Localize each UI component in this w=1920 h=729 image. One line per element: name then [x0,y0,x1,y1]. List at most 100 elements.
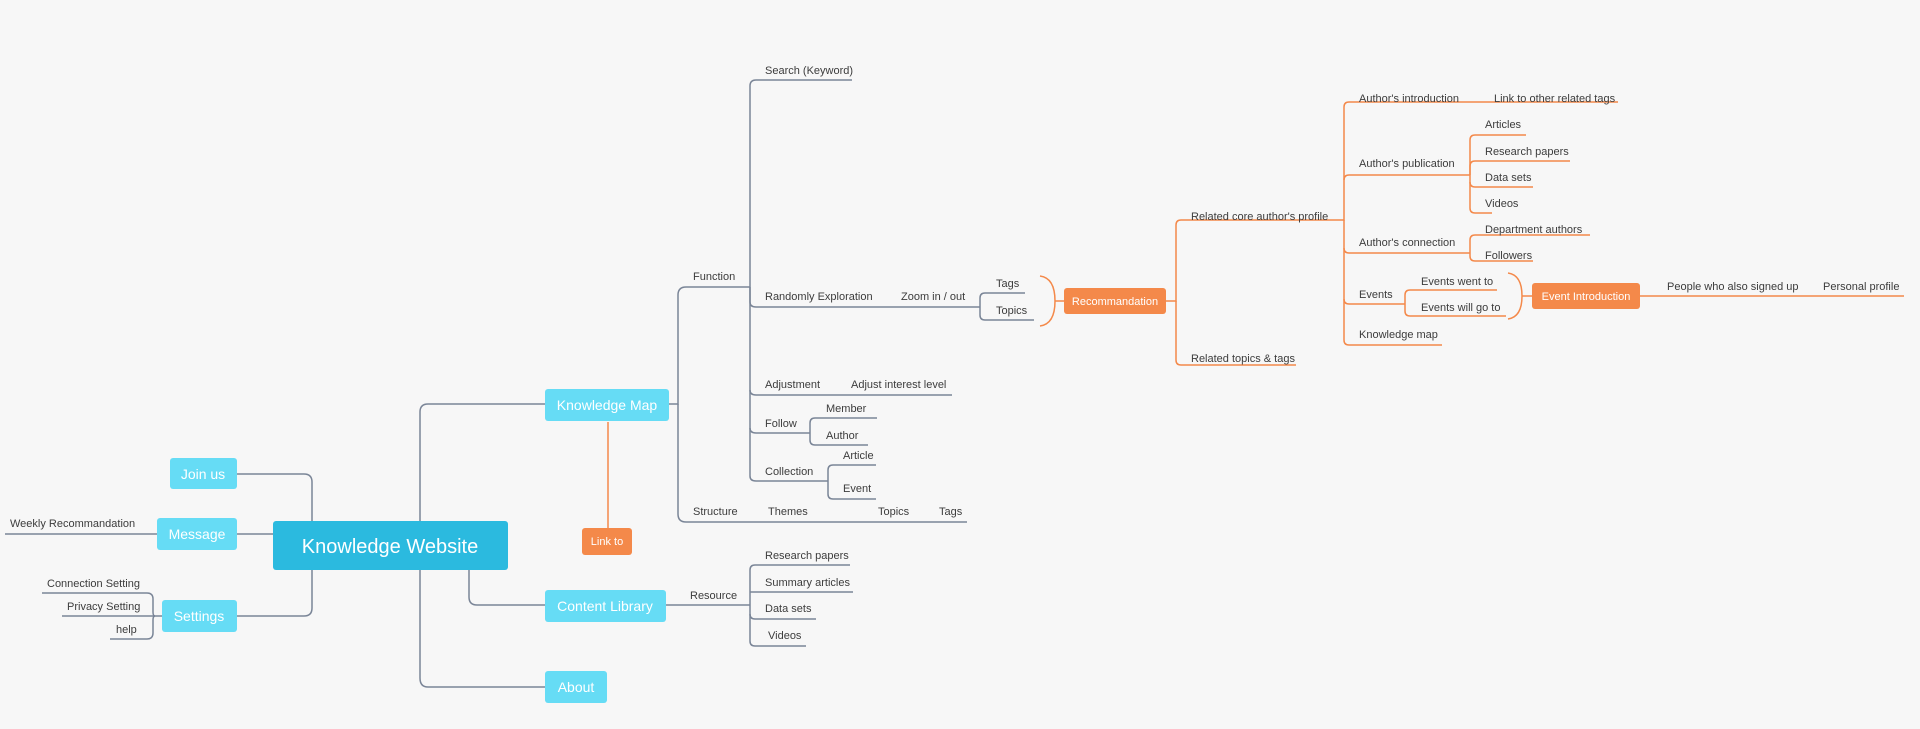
bracket-events [1507,272,1523,320]
knowledge-map-node[interactable]: Knowledge Map [545,389,669,421]
connector-conn-department [1469,234,1590,253]
connector-function-search [749,79,852,287]
connector-core-introduction [1342,101,1618,221]
label-events-went-to[interactable]: Events went to [1421,276,1493,288]
label-pub-research-papers[interactable]: Research papers [1485,146,1569,158]
connector-follow-author [809,433,868,446]
connector-events-will [1404,304,1506,317]
label-videos[interactable]: Videos [768,630,802,642]
label-structure-tags[interactable]: Tags [939,506,963,518]
connector-pub-research [1469,160,1570,175]
label-adjust-interest-level[interactable]: Adjust interest level [851,379,946,391]
label-tags[interactable]: Tags [996,278,1020,290]
label-member[interactable]: Member [826,403,867,415]
label-topics[interactable]: Topics [996,305,1028,317]
label-collection[interactable]: Collection [765,466,813,478]
content-library-node[interactable]: Content Library [545,590,666,622]
label-privacy-setting[interactable]: Privacy Setting [67,601,140,613]
label-adjustment[interactable]: Adjustment [765,379,820,391]
connector-zoom-topics [979,307,1034,321]
label-related-core-author-profile[interactable]: Related core author's profile [1191,211,1328,223]
connector-root-join-us [237,473,313,521]
root-node[interactable]: Knowledge Website [273,521,508,570]
connector-collection-event [827,481,876,500]
label-structure[interactable]: Structure [693,506,738,518]
connector-pub-videos [1469,182,1492,214]
connector-km-function [669,286,750,405]
label-structure-topics[interactable]: Topics [878,506,910,518]
connector-settings-help [110,615,156,640]
label-related-topics-tags[interactable]: Related topics & tags [1191,353,1295,365]
connector-rec-related-topics [1175,301,1296,366]
label-connection-setting[interactable]: Connection Setting [47,578,140,590]
label-randomly-exploration[interactable]: Randomly Exploration [765,291,873,303]
label-personal-profile[interactable]: Personal profile [1823,281,1899,293]
label-author[interactable]: Author [826,430,859,442]
label-article[interactable]: Article [843,450,874,462]
label-authors-publication[interactable]: Author's publication [1359,158,1455,170]
connector-root-settings [237,570,313,617]
connector-resource-videos [749,614,806,647]
label-pub-articles[interactable]: Articles [1485,119,1522,131]
boxes: Knowledge Website Join us Message Settin… [157,283,1640,703]
label-resource[interactable]: Resource [690,590,737,602]
link-to-node[interactable]: Link to [582,528,632,555]
settings-label: Settings [174,608,225,624]
knowledge-map-label: Knowledge Map [557,397,658,413]
content-library-label: Content Library [557,598,653,614]
about-node[interactable]: About [545,671,607,703]
connector-core-knowledge-map [1343,299,1442,346]
connector-resource-research [749,564,850,605]
join-us-node[interactable]: Join us [170,458,237,489]
orange-connectors [607,101,1904,528]
connector-pub-articles [1469,134,1526,175]
connector-conn-followers [1469,253,1533,262]
label-followers[interactable]: Followers [1485,250,1533,262]
label-knowledge-map-leaf[interactable]: Knowledge map [1359,329,1438,341]
about-label: About [558,679,595,695]
label-themes[interactable]: Themes [768,506,808,518]
label-pub-videos[interactable]: Videos [1485,198,1519,210]
label-authors-connection[interactable]: Author's connection [1359,237,1455,249]
label-follow[interactable]: Follow [765,418,797,430]
label-data-sets[interactable]: Data sets [765,603,812,615]
label-weekly-recommandation[interactable]: Weekly Recommandation [10,518,135,530]
root-label: Knowledge Website [302,536,478,558]
label-department-authors[interactable]: Department authors [1485,224,1583,236]
connector-root-content-library [468,570,545,606]
label-events-will-go-to[interactable]: Events will go to [1421,302,1500,314]
label-link-to-other-related-tags[interactable]: Link to other related tags [1494,93,1616,105]
label-research-papers[interactable]: Research papers [765,550,849,562]
label-zoom-in-out[interactable]: Zoom in / out [901,291,965,303]
settings-node[interactable]: Settings [162,600,237,632]
connector-core-publication [1343,174,1470,181]
recommandation-label: Recommandation [1072,296,1158,308]
event-introduction-node[interactable]: Event Introduction [1532,283,1640,309]
connector-root-knowledge-map [419,403,545,521]
join-us-label: Join us [181,466,225,482]
leaf-labels: Weekly Recommandation Connection Setting… [10,65,1899,642]
connector-function-collection [749,428,828,482]
message-node[interactable]: Message [157,518,237,550]
label-search-keyword[interactable]: Search (Keyword) [765,65,853,77]
label-people-who-also-signed-up[interactable]: People who also signed up [1667,281,1798,293]
connector-rec-core-profile [1166,219,1342,302]
message-label: Message [169,526,226,542]
label-summary-articles[interactable]: Summary articles [765,577,850,589]
label-pub-data-sets[interactable]: Data sets [1485,172,1532,184]
label-help[interactable]: help [116,624,137,636]
label-authors-introduction[interactable]: Author's introduction [1359,93,1459,105]
connector-root-about [419,570,545,688]
connector-collection-article [827,464,876,481]
label-events[interactable]: Events [1359,289,1393,301]
connector-zoom-tags [979,292,1025,307]
connector-follow-member [809,417,877,433]
connector-km-structure [677,404,750,523]
bracket-tags-topics [1039,275,1056,327]
event-introduction-label: Event Introduction [1542,291,1631,303]
label-function[interactable]: Function [693,271,735,283]
recommandation-node[interactable]: Recommandation [1064,288,1166,314]
label-event[interactable]: Event [843,483,871,495]
gray-connectors [5,79,1034,688]
